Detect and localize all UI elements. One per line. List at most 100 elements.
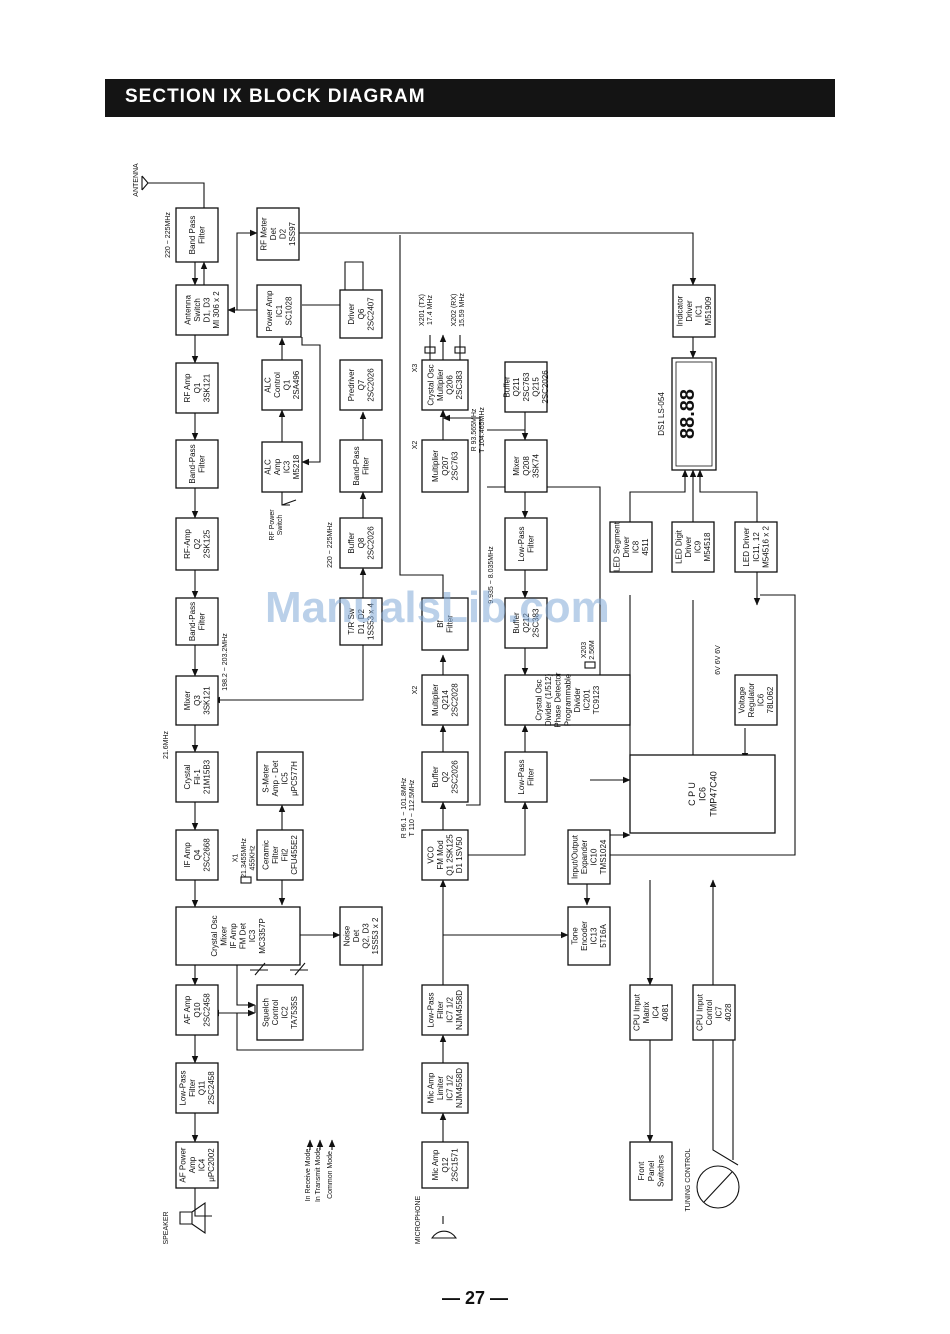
block-label: 2SC2026	[366, 368, 375, 402]
block-label: IC4	[652, 1006, 661, 1019]
block-label: IC6	[698, 787, 708, 801]
block-label: IF Amp	[229, 923, 238, 949]
block-label: Power Amp	[265, 290, 274, 331]
block-label: Amp	[273, 458, 282, 475]
block-label: Limiter	[436, 1076, 445, 1100]
block-label: Matrix	[642, 1002, 651, 1024]
block-label: D1 1SV50	[455, 836, 464, 873]
block-label: Input/Output	[570, 834, 579, 879]
buffer-q8-block: BufferQ82SC2026	[339, 517, 383, 569]
rf-power-switch-label: RF PowerSwitch	[269, 509, 284, 541]
block-label: Buffer	[431, 766, 440, 788]
block-label: M54518	[703, 532, 712, 561]
block-label: ALC	[263, 459, 272, 475]
svg-text:Low-PassFilterIC7 1/2NJM4558D: Low-PassFilterIC7 1/2NJM4558D	[426, 990, 464, 1030]
block-label: IC10	[590, 848, 599, 865]
svg-text:Band-PassFilter: Band-PassFilter	[352, 446, 371, 485]
block-label: 2SC2026	[541, 370, 550, 404]
mic-limiter-block: Mic AmpLimiterIC7 1/2NJM4558D	[421, 1062, 469, 1114]
block-label: Crystal	[183, 764, 192, 789]
block-label: Divider (1/512)	[544, 673, 553, 726]
alc-amp-block: ALCAmpIC3M5218	[261, 441, 303, 493]
symbols	[141, 175, 740, 1239]
block-label: Predriver	[347, 368, 356, 401]
block-label: Front	[637, 1161, 646, 1180]
block-label: Filter	[188, 1079, 197, 1097]
block-label: Q1	[193, 382, 202, 393]
block-label: Filter	[436, 1001, 445, 1019]
crystal-filter-block: CrystalFil-121M15B3	[175, 751, 219, 803]
block-label: 2SA496	[292, 370, 301, 399]
ant-switch-block: AntennaSwitchD1, D3MI 306 x 2	[175, 284, 229, 336]
svg-text:ToneEncoderIC135T16A: ToneEncoderIC135T16A	[570, 921, 608, 951]
block-label: Q6	[357, 308, 366, 319]
block-label: 2SC1571	[450, 1148, 459, 1182]
signal-line	[466, 801, 529, 856]
block-label: Q8	[357, 537, 366, 548]
buffer-q211-block: BufferQ2112SC763Q2152SC2026	[503, 361, 550, 413]
block-label: MI 306 x 2	[212, 291, 221, 329]
section-title: SECTION IX BLOCK DIAGRAM	[125, 86, 426, 107]
block-label: 4028	[724, 1003, 733, 1021]
block-label: AF Amp	[183, 995, 192, 1024]
block-label: Band-Pass	[352, 446, 361, 485]
block-label: Crystal Osc	[535, 679, 544, 720]
block-label: 3SK74	[531, 453, 540, 478]
bpf2-block: Band-PassFilter	[175, 597, 219, 646]
svg-text:CPU InputMatrixIC44081: CPU InputMatrixIC44081	[632, 993, 670, 1031]
x3-label: X3	[412, 364, 419, 373]
block-label: 2SC763	[450, 451, 459, 480]
svg-text:Band-PassFilter: Band-PassFilter	[188, 444, 207, 483]
block-label: 2SC2668	[202, 838, 211, 872]
svg-text:BufferQ22SC2026: BufferQ22SC2026	[431, 760, 459, 794]
led-segment-block: LED SegmentDriverIC84511	[609, 521, 653, 573]
block-label: Bf	[436, 619, 445, 627]
block-label: 5T16A	[599, 924, 608, 948]
block-label: Amp - Det	[271, 760, 280, 797]
signal-line	[302, 261, 364, 306]
block-label: Driver	[622, 536, 631, 558]
block-label: D1, D2	[357, 609, 366, 634]
block-label: Q2, D3	[362, 923, 371, 949]
osc-mult-block: Crystal OscMultiplierQ2062SC383	[421, 359, 469, 411]
svg-text:SquelchControlIC2TA7535S: SquelchControlIC2TA7535S	[261, 996, 299, 1029]
if-amp-block: IF AmpQ42SC2668	[175, 829, 219, 881]
block-label: Filter	[198, 612, 207, 630]
x201-label: X201 (TX)17.4 MHz	[419, 294, 434, 326]
block-label: TMP47C40	[708, 771, 718, 817]
block-label: MC3357P	[258, 918, 267, 954]
led-digit-block: LED DigitDriverIC9M54518	[671, 521, 715, 573]
svg-text:NoiseDetQ2, D31SS53 x 2: NoiseDetQ2, D31SS53 x 2	[342, 917, 380, 954]
mult-q214-block: MultiplierQ2142SC2028	[421, 674, 469, 726]
block-label: Q207	[441, 456, 450, 476]
block-label: Switches	[656, 1155, 665, 1187]
block-label: RF-Amp	[183, 529, 192, 559]
block-label: CFU455E2	[290, 835, 299, 875]
block-label: Band Pass	[188, 216, 197, 255]
legend-transmit-mode: In Transmit Mode	[315, 1148, 322, 1202]
x2b-label: X2	[412, 686, 419, 695]
x2a-label: X2	[412, 441, 419, 450]
signal-wires	[148, 182, 796, 1217]
block-label: Filter	[198, 455, 207, 473]
block-label: NJM4558D	[455, 1068, 464, 1108]
svg-text:LED SegmentDriverIC84511: LED SegmentDriverIC84511	[612, 521, 650, 572]
bpf-ant-block: Band PassFilter	[175, 207, 219, 263]
x202-label: X202 (RX)15.59 MHz	[451, 293, 466, 327]
block-label: C P U	[687, 782, 697, 806]
bpf1-block: Band-PassFilter	[175, 439, 219, 489]
svg-text:Band PassFilter: Band PassFilter	[188, 216, 207, 255]
svg-text:RF-AmpQ22SK125: RF-AmpQ22SK125	[183, 529, 211, 559]
block-label: LED Driver	[742, 527, 751, 566]
block-label: 3SK121	[202, 686, 211, 715]
block-label: IC13	[590, 927, 599, 944]
block-label: IF Amp	[183, 842, 192, 868]
speaker-icon	[179, 1201, 206, 1235]
block-label: 78L062	[766, 686, 775, 713]
block-label: Q214	[441, 690, 450, 710]
potentiometer-icon	[250, 962, 308, 976]
rf-meter-block: RF MeterDetD21SS97	[256, 207, 300, 261]
block-label: LED Digit	[674, 529, 683, 564]
lpf-q11-block: Low-PassFilterQ112SC2458	[175, 1062, 219, 1114]
